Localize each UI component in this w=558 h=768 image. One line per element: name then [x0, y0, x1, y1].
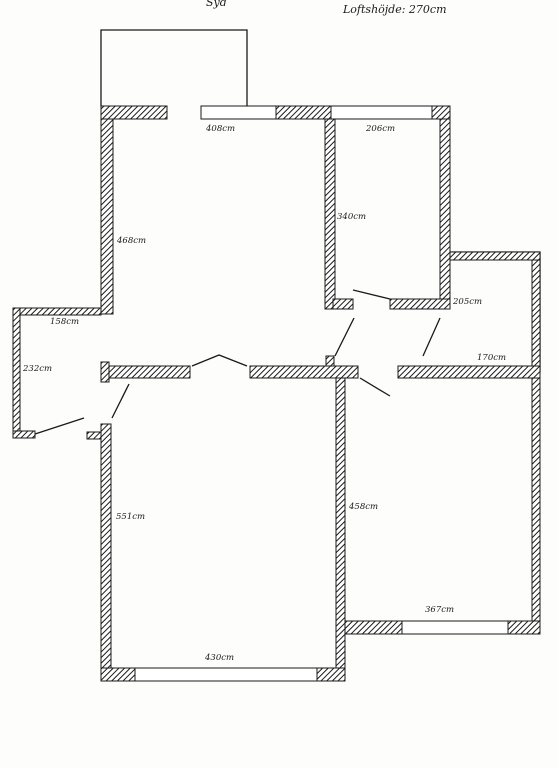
wall-small-room-right	[439, 118, 451, 310]
dimension-label-430: 430cm	[205, 653, 235, 663]
wall-small-room-bottom-right	[389, 298, 451, 310]
window-top-right	[330, 105, 433, 120]
dimension-label-232: 232cm	[23, 364, 53, 374]
dimension-label-206: 206cm	[366, 124, 396, 134]
wall-lower-divider	[335, 377, 346, 669]
dimension-label-205: 205cm	[453, 297, 483, 307]
wall-bottom-right	[316, 667, 346, 682]
wall-top-middle	[275, 105, 332, 120]
dimension-label-367: 367cm	[425, 605, 455, 615]
door-swing-lower-right	[359, 377, 391, 397]
wall-mid-center	[249, 365, 359, 379]
wall-lower-right-bottom-left	[344, 620, 403, 635]
wall-closet-top	[12, 307, 102, 316]
door-swing-small-room	[352, 289, 391, 300]
wall-mid-right	[397, 365, 541, 379]
wall-annex-right	[531, 259, 541, 373]
wall-lower-left-stub	[86, 431, 102, 440]
door-leaf-hall-left	[334, 317, 355, 357]
wall-top-right	[431, 105, 451, 120]
dimension-label-170: 170cm	[477, 353, 507, 363]
dimension-label-340: 340cm	[337, 212, 367, 222]
wall-lower-right	[531, 377, 541, 635]
wall-lower-right-bottom-right	[507, 620, 541, 635]
dimension-label-408: 408cm	[206, 124, 236, 134]
door-leaf-hall-right	[422, 317, 441, 357]
dimension-label-551: 551cm	[116, 512, 146, 522]
wall-mid-post	[325, 355, 335, 367]
door-swing-hall	[111, 383, 130, 419]
window-lower-right	[401, 620, 509, 635]
wall-annex-top	[449, 251, 541, 261]
wall-upper-left	[100, 118, 114, 315]
compass-label: Syd	[206, 0, 227, 9]
wall-mid-left-stub	[100, 361, 110, 383]
dimension-label-158: 158cm	[50, 317, 80, 327]
door-swing-closet	[34, 417, 85, 435]
wall-lower-left	[100, 423, 112, 682]
window-bottom	[134, 667, 318, 682]
window-top-balcony	[200, 105, 277, 120]
wall-mid-left	[108, 365, 191, 379]
dimension-label-458: 458cm	[349, 502, 379, 512]
door-double-swing	[191, 354, 248, 367]
wall-small-room-bottom-left	[332, 298, 354, 310]
dimension-label-468: 468cm	[117, 236, 147, 246]
wall-top-left	[100, 105, 168, 120]
balcony-outline	[100, 29, 248, 106]
wall-bottom-left	[100, 667, 136, 682]
wall-closet-bottom	[12, 430, 36, 439]
wall-closet-left	[12, 307, 21, 439]
wall-partition-upper	[324, 118, 336, 310]
ceiling-height-label: Loftshöjde: 270cm	[343, 3, 447, 16]
